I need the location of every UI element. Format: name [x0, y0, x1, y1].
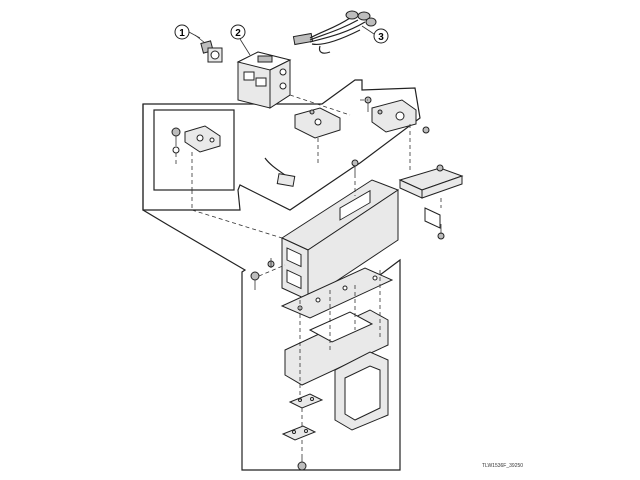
module-part: [236, 51, 292, 109]
inset-box: [153, 109, 235, 191]
callout-2-label: 2: [235, 28, 241, 39]
inset-bracket: [171, 125, 221, 190]
wire-connector: [264, 157, 296, 187]
side-panel: [398, 164, 464, 240]
switch-part: [194, 34, 223, 63]
wiring-harness-part: [292, 10, 377, 54]
callout-3-label: 3: [378, 32, 384, 43]
pad-lower: [281, 425, 317, 441]
base-frame: [284, 309, 389, 431]
mounting-plate: [280, 267, 394, 319]
figure-id: TLW1536F_39250: [482, 463, 523, 469]
pad-upper: [288, 393, 324, 409]
main-boundary: [142, 104, 401, 471]
upper-bracket: [294, 107, 341, 139]
callout-3: 3: [361, 25, 389, 44]
callout-1: 1: [174, 24, 201, 40]
callout-1-label: 1: [179, 28, 185, 39]
assembly-outline: [142, 79, 421, 211]
console-body: [280, 179, 400, 301]
callout-2: 2: [230, 24, 251, 56]
assembly-lines: [191, 94, 442, 454]
console-screw: [250, 258, 286, 290]
bottom-nut: [297, 454, 307, 471]
center-screw: [351, 159, 359, 174]
